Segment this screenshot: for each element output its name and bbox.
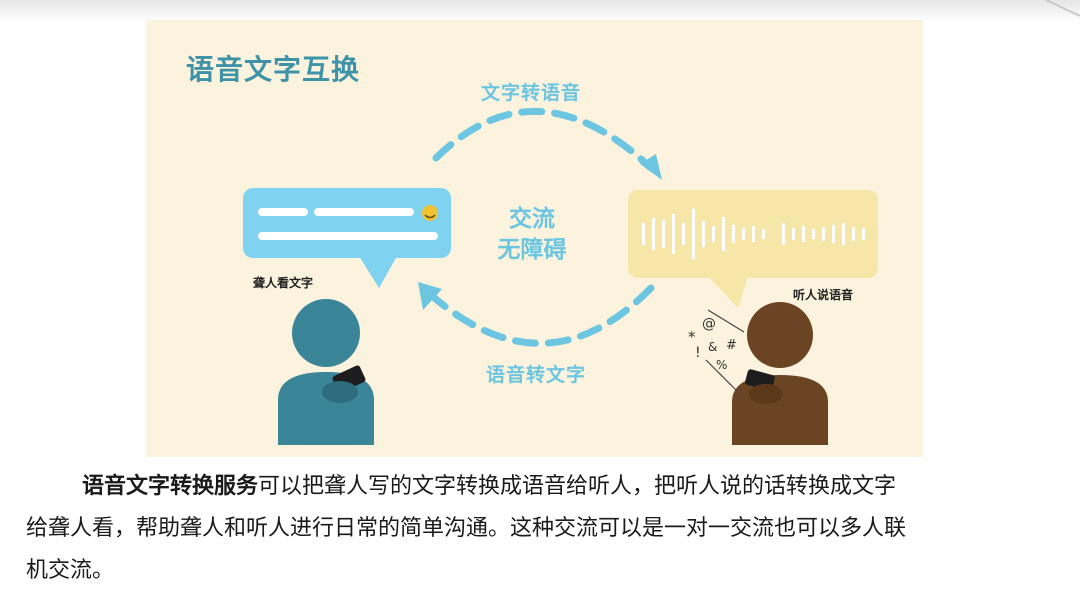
- hearing-person-figure: [732, 302, 828, 445]
- symbol-exclamation: !: [695, 345, 701, 361]
- center-caption-line2: 无障碍: [497, 237, 567, 263]
- bottom-arc-label: 语音转文字: [486, 364, 587, 386]
- page-curl-decoration: [1045, 0, 1080, 17]
- hearing-person-label: 听人说语音: [793, 288, 854, 302]
- description-paragraph: 语音文字转换服务可以把聋人写的文字转换成语音给听人，把听人说的话转换成文字 给聋…: [26, 466, 1056, 592]
- bottom-arrow-arc: [427, 284, 655, 347]
- illustration-artwork: [243, 107, 878, 445]
- text-chat-bubble: [243, 188, 451, 288]
- symbol-hash: #: [726, 338, 737, 353]
- top-arrow-arc: [432, 107, 655, 172]
- paragraph-line-2: 给聋人看，帮助聋人和听人进行日常的简单沟通。这种交流可以是一对一交流也可以多人联: [26, 516, 907, 541]
- symbol-percent: %: [716, 358, 728, 372]
- paragraph-line-1-text: 可以把聋人写的文字转换成语音给听人，把听人说的话转换成文字: [258, 474, 897, 499]
- slide-top-gradient: [0, 0, 1080, 22]
- smiley-icon: [422, 205, 438, 221]
- center-caption-line1: 交流: [509, 206, 555, 232]
- illustration-panel: 语音文字互换 文字转语音 语音转文字 交流 无障碍 聋人看文字 听人说语音 @ …: [146, 20, 923, 457]
- diagram-title: 语音文字互换: [186, 53, 361, 86]
- deaf-person-figure: [278, 299, 374, 445]
- deaf-person-label: 聋人看文字: [253, 276, 314, 290]
- top-arrow-head: [640, 154, 662, 180]
- waveform-icon: [642, 209, 865, 259]
- top-arc-label: 文字转语音: [481, 82, 582, 104]
- symbol-asterisk: *: [688, 328, 696, 346]
- sound-lines: [705, 309, 745, 393]
- service-name-bold: 语音文字转换服务: [82, 474, 259, 499]
- symbol-at: @: [702, 316, 716, 332]
- center-caption: 交流 无障碍: [476, 204, 588, 266]
- voice-chat-bubble: [628, 190, 878, 308]
- bottom-arrow-head: [418, 282, 442, 310]
- paragraph-line-1: 语音文字转换服务可以把聋人写的文字转换成语音给听人，把听人说的话转换成文字: [26, 466, 1056, 508]
- symbol-ampersand: &: [708, 340, 718, 354]
- paragraph-line-3: 机交流。: [26, 558, 115, 583]
